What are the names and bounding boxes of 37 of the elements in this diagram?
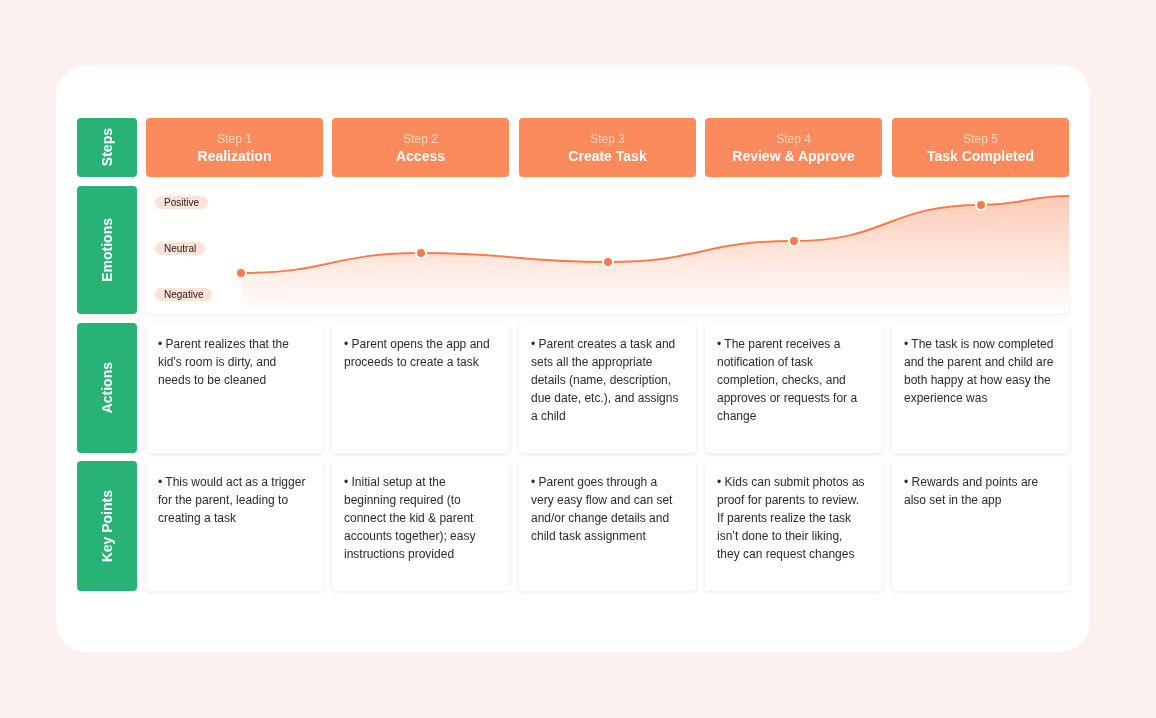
step-card bbox=[892, 118, 1069, 177]
emotion-level-tag: Negative bbox=[155, 288, 213, 301]
row-header-label: Steps bbox=[99, 128, 115, 167]
step-number: Step 2 bbox=[403, 131, 438, 146]
step-title: Review & Approve bbox=[732, 147, 855, 164]
row-header bbox=[77, 186, 137, 314]
emotion-level-tag: Neutral bbox=[155, 242, 206, 255]
card-text: • The task is now completed and the parent and child are both happy at how easy the experience was bbox=[904, 336, 1055, 407]
step-number: Step 5 bbox=[963, 131, 998, 146]
card-text: • Parent creates a task and sets all the appropriate details (name, description, due date, etc.), and assigns a child bbox=[531, 336, 680, 425]
step-card bbox=[705, 118, 882, 177]
card-text: • Parent realizes that the kid’s room is dirty, and needs to be cleaned bbox=[158, 336, 290, 389]
card-text: • This would act as a trigger for the parent, leading to creating a task bbox=[158, 474, 307, 527]
step-card bbox=[146, 118, 323, 177]
step-title: Access bbox=[395, 147, 445, 164]
row-header-label: Key Points bbox=[99, 489, 115, 563]
step-title: Task Completed bbox=[926, 147, 1035, 164]
emotion-panel bbox=[146, 186, 1069, 314]
card-text: • Kids can submit photos as proof for parents to review. If parents realize the task isn’t done to their liking, they can request changes bbox=[717, 474, 866, 563]
row-header bbox=[77, 461, 137, 591]
step-title: Realization bbox=[197, 147, 272, 164]
row-header bbox=[77, 118, 137, 177]
card-text: • Parent opens the app and proceeds to create a task bbox=[344, 336, 491, 371]
card-text: • Parent goes through a very easy flow and can set and/or change details and child task assignment bbox=[531, 474, 674, 545]
step-number: Step 1 bbox=[217, 131, 252, 146]
step-title: Create Task bbox=[568, 147, 647, 164]
emotion-level-tag: Positive bbox=[155, 196, 208, 209]
card-text: • The parent receives a notification of task completion, checks, and approves or requests for a change bbox=[717, 336, 859, 425]
card-text: • Initial setup at the beginning required (to connect the kid & parent accounts together); easy instructions provided bbox=[344, 474, 477, 563]
step-card bbox=[332, 118, 509, 177]
step-card bbox=[519, 118, 696, 177]
row-header-label: Actions bbox=[99, 362, 115, 414]
step-number: Step 4 bbox=[776, 131, 811, 146]
card-text: • Rewards and points are also set in the app bbox=[904, 474, 1040, 509]
step-number: Step 3 bbox=[590, 131, 625, 146]
row-header-label: Emotions bbox=[99, 218, 115, 282]
row-header bbox=[77, 323, 137, 453]
